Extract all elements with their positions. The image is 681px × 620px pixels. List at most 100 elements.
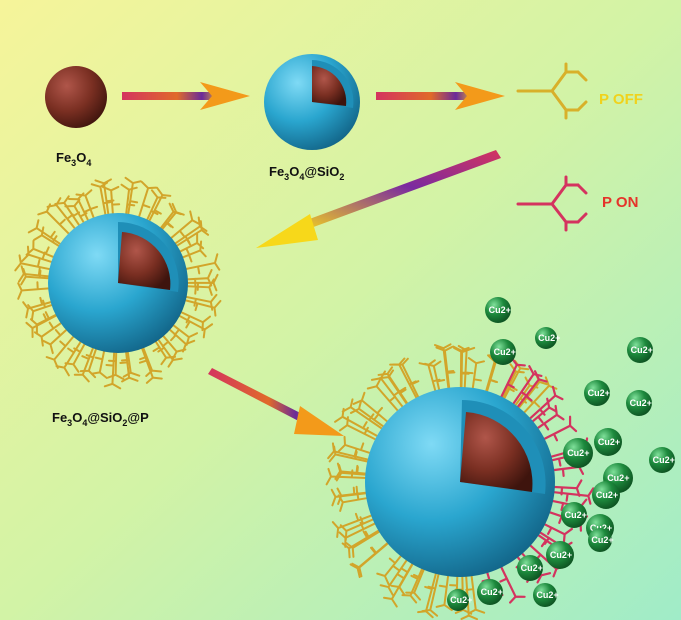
cu-ion: Cu2+: [561, 502, 587, 528]
polymer-chain: [156, 202, 183, 234]
polymer-chain: [334, 462, 374, 480]
cu-ion-label: Cu2+: [596, 490, 618, 500]
cu-ion-label: Cu2+: [588, 388, 610, 398]
polymer-chain: [136, 180, 158, 223]
cu-ion: Cu2+: [592, 481, 620, 509]
cu-ion-label: Cu2+: [481, 587, 503, 597]
cu-ion: Cu2+: [546, 541, 574, 569]
arrow-1: [122, 82, 250, 110]
cu-ion-label: Cu2+: [631, 345, 653, 355]
cu-ion: Cu2+: [588, 528, 614, 552]
cu-ion: Cu2+: [584, 380, 610, 406]
polymer-chain: [73, 342, 96, 383]
polymer-off-icon: [516, 62, 588, 120]
polymer-chain: [27, 219, 66, 248]
cu-ion-label: Cu2+: [607, 473, 629, 483]
polymer-chain: [530, 404, 565, 434]
cu-ion: Cu2+: [533, 583, 559, 607]
polymer-chain: [392, 357, 423, 405]
cu-ion: Cu2+: [563, 438, 593, 468]
polymer-chain: [435, 567, 453, 612]
polymer-chain: [378, 369, 412, 411]
polymer-chain: [166, 210, 201, 243]
legend-p-off: P OFF: [516, 62, 643, 120]
polymer-chain: [457, 344, 476, 396]
polymer-chain: [337, 435, 378, 457]
polymer-chain: [366, 378, 404, 418]
cu-ion-label: Cu2+: [489, 305, 511, 315]
legend-p-on: P ON: [516, 175, 638, 232]
cu-ion-label: Cu2+: [450, 595, 472, 605]
cu-ion: Cu2+: [485, 297, 511, 323]
cu-ion: Cu2+: [447, 589, 472, 611]
polymer-chain: [120, 183, 138, 221]
cu-ion-label: Cu2+: [630, 398, 652, 408]
polymer-chain: [90, 345, 108, 379]
label-fe3o4: Fe3O4: [56, 150, 91, 168]
polymer-chain: [181, 278, 215, 296]
polymer-chain: [42, 325, 72, 355]
cu-ion-label: Cu2+: [494, 347, 516, 357]
arrow-4: [208, 368, 344, 436]
polymer-chain: [545, 487, 595, 505]
cu-ion: Cu2+: [477, 579, 503, 605]
polymer-chain: [146, 186, 172, 227]
polymer-chain: [181, 268, 213, 287]
cu-ion: Cu2+: [517, 555, 543, 581]
polymer-chain: [22, 296, 58, 319]
cu-ion-label: Cu2+: [521, 563, 543, 573]
cu-ion: Cu2+: [535, 327, 560, 349]
polymer-chain: [171, 220, 210, 250]
cu-ion-label: Cu2+: [567, 448, 589, 458]
polymer-chain: [107, 346, 125, 381]
cu-ion: Cu2+: [490, 339, 516, 365]
arrow-2: [376, 82, 505, 110]
polymer-chain: [103, 346, 122, 390]
polymer-chain: [330, 486, 375, 507]
polymer-chain: [421, 566, 442, 617]
polymer-chain: [176, 240, 207, 263]
fe3o4-sio2-p-particle: [14, 176, 222, 390]
polymer-chain: [331, 511, 380, 538]
polymer-chain: [379, 553, 412, 596]
arrow-3: [256, 150, 501, 248]
polymer-chain: [119, 345, 139, 383]
polymer-chain: [467, 357, 485, 397]
polymer-chain: [328, 445, 376, 465]
polymer-chain: [390, 556, 418, 596]
polymer-chain: [376, 549, 407, 586]
polymer-chain: [124, 176, 142, 221]
cu-ions: Cu2+ Cu2+ Cu2+ Cu2+ Cu2+ Cu2+ Cu2+ Cu2+ Cu2+ Cu2+…: [447, 297, 675, 611]
fe3o4-sio2-particle: [264, 54, 360, 150]
polymer-chain: [101, 185, 121, 220]
polymer-chain: [351, 537, 395, 578]
polymer-chain: [536, 415, 578, 444]
polymer-chain: [512, 370, 548, 414]
polymer-chain: [139, 342, 163, 377]
label-fe3o4-sio2-p: Fe3O4@SiO2@P: [52, 410, 149, 428]
legend-p-on-label: P ON: [602, 194, 638, 211]
polymer-chain: [75, 189, 99, 224]
polymer-chain: [17, 281, 55, 300]
legend-p-off-label: P OFF: [599, 91, 643, 108]
polymer-chain: [180, 253, 221, 275]
polymer-chain: [25, 239, 60, 260]
polymer-chain: [55, 336, 85, 377]
polymer-chain: [138, 342, 163, 384]
polymer-chain: [525, 397, 558, 428]
polymer-chain: [14, 254, 56, 272]
cu-ion-label: Cu2+: [565, 510, 587, 520]
polymer-chain: [179, 297, 222, 317]
polymer-chain: [173, 312, 214, 339]
cu-ion: Cu2+: [649, 447, 675, 473]
polymer-chain: [349, 400, 391, 432]
polymer-chain: [29, 311, 62, 335]
cu-ion-label: Cu2+: [591, 535, 613, 545]
cu-ion-label: Cu2+: [598, 437, 620, 447]
polymer-chain: [435, 345, 456, 397]
cu-ion: Cu2+: [594, 428, 622, 456]
polymer-chain: [352, 391, 394, 428]
polymer-chain: [151, 336, 177, 366]
cu-ion-label: Cu2+: [550, 550, 572, 560]
